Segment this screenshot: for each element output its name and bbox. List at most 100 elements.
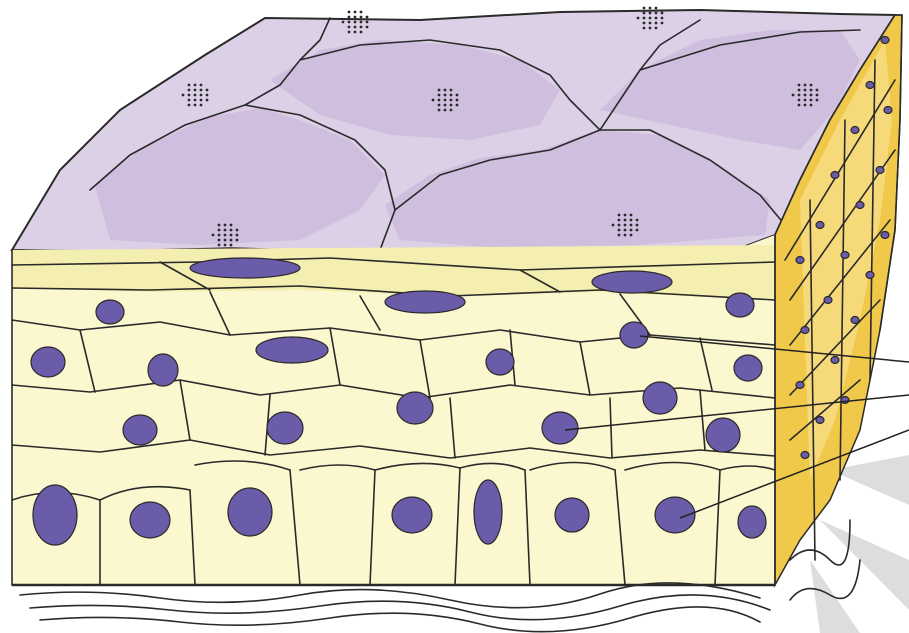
granule-dot xyxy=(643,7,646,10)
surface-layer xyxy=(12,7,895,255)
granule-dot xyxy=(636,224,639,227)
granule-dot xyxy=(188,99,191,102)
nucleus-blob-icon xyxy=(841,252,849,259)
granule-dot xyxy=(804,89,807,92)
granule-dot xyxy=(224,229,227,232)
fiber-line xyxy=(20,583,760,608)
granule-dot xyxy=(188,94,191,97)
granule-dot xyxy=(354,16,357,19)
nucleus-blob-icon xyxy=(801,452,809,459)
granule-dot xyxy=(194,84,197,87)
nucleus-blob-icon xyxy=(824,297,832,304)
nucleus-blob-icon xyxy=(726,293,754,317)
granule-dot xyxy=(360,26,363,29)
granule-dot xyxy=(655,7,658,10)
nucleus-blob-icon xyxy=(876,167,884,174)
granule-dot xyxy=(649,17,652,20)
granule-dot xyxy=(444,104,447,107)
granule-dot xyxy=(188,89,191,92)
granule-dot xyxy=(218,239,221,242)
granule-dot xyxy=(636,229,639,232)
nucleus-blob-icon xyxy=(851,317,859,324)
granule-dot xyxy=(450,99,453,102)
nucleus-blob-icon xyxy=(881,37,889,44)
granule-dot xyxy=(792,94,795,97)
granule-dot xyxy=(456,94,459,97)
nucleus-blob-icon xyxy=(474,480,502,544)
granule-dot xyxy=(438,94,441,97)
granule-dot xyxy=(218,224,221,227)
nucleus-blob-icon xyxy=(734,355,762,381)
granule-dot xyxy=(236,234,239,237)
granule-dot xyxy=(661,17,664,20)
granule-dot xyxy=(438,104,441,107)
granule-dot xyxy=(798,84,801,87)
granule-dot xyxy=(655,22,658,25)
nucleus-blob-icon xyxy=(796,257,804,264)
granule-dot xyxy=(342,21,345,24)
nucleus-blob-icon xyxy=(801,327,809,334)
granule-dot xyxy=(366,21,369,24)
granule-dot xyxy=(450,109,453,112)
granule-dot xyxy=(354,11,357,14)
nucleus-blob-icon xyxy=(31,347,65,377)
nucleus-blob-icon xyxy=(256,337,328,363)
nucleus-blob-icon xyxy=(228,488,272,536)
nucleus-blob-icon xyxy=(148,354,178,386)
ray xyxy=(810,560,860,633)
granule-dot xyxy=(810,99,813,102)
granule-dot xyxy=(637,17,640,20)
granule-dot xyxy=(450,94,453,97)
granule-dot xyxy=(649,22,652,25)
granule-dot xyxy=(236,229,239,232)
granule-dot xyxy=(804,104,807,107)
granule-dot xyxy=(798,94,801,97)
nucleus-blob-icon xyxy=(385,291,465,313)
nucleus-blob-icon xyxy=(397,392,433,424)
granule-dot xyxy=(655,27,658,30)
granule-dot xyxy=(348,31,351,34)
nucleus-blob-icon xyxy=(267,412,303,444)
granule-dot xyxy=(816,94,819,97)
nucleus-blob-icon xyxy=(831,357,839,364)
granule-dot xyxy=(360,21,363,24)
nucleus-blob-icon xyxy=(706,418,740,452)
nucleus-blob-icon xyxy=(96,300,124,324)
granule-dot xyxy=(624,219,627,222)
granule-dot xyxy=(649,12,652,15)
granule-dot xyxy=(618,219,621,222)
granule-dot xyxy=(230,239,233,242)
granule-dot xyxy=(655,17,658,20)
granule-dot xyxy=(630,214,633,217)
granule-dot xyxy=(348,16,351,19)
front-face xyxy=(12,235,775,585)
granule-dot xyxy=(200,94,203,97)
granule-dot xyxy=(224,239,227,242)
nucleus-blob-icon xyxy=(831,172,839,179)
granule-dot xyxy=(618,224,621,227)
granule-dot xyxy=(444,89,447,92)
granule-dot xyxy=(354,31,357,34)
granule-dot xyxy=(206,89,209,92)
granule-dot xyxy=(438,99,441,102)
granule-dot xyxy=(354,26,357,29)
granule-dot xyxy=(194,89,197,92)
granule-dot xyxy=(224,224,227,227)
granule-dot xyxy=(194,99,197,102)
granule-dot xyxy=(444,94,447,97)
granule-dot xyxy=(224,234,227,237)
nucleus-blob-icon xyxy=(592,271,672,293)
granule-dot xyxy=(624,224,627,227)
granule-dot xyxy=(630,229,633,232)
granule-dot xyxy=(456,104,459,107)
granule-dot xyxy=(643,12,646,15)
granule-dot xyxy=(444,109,447,112)
granule-dot xyxy=(444,99,447,102)
granule-dot xyxy=(816,89,819,92)
granule-dot xyxy=(200,104,203,107)
nucleus-blob-icon xyxy=(851,127,859,134)
nucleus-blob-icon xyxy=(620,322,648,348)
granule-dot xyxy=(624,234,627,237)
granule-dot xyxy=(804,99,807,102)
nucleus-blob-icon xyxy=(33,485,77,545)
